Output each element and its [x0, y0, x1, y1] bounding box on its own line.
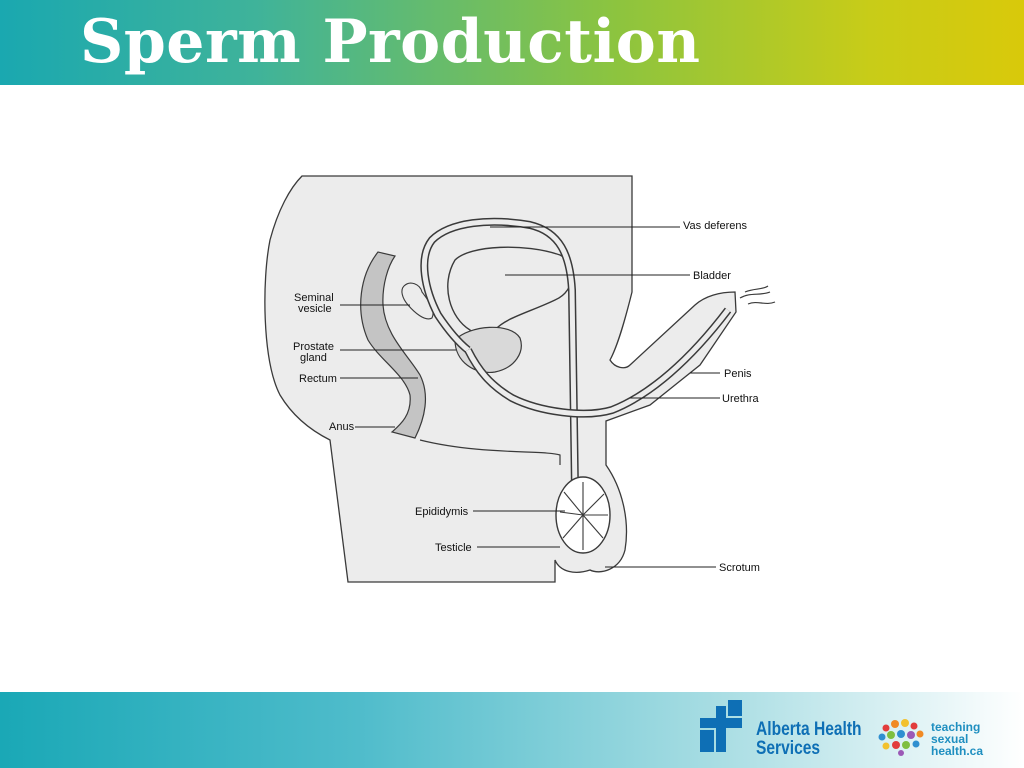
- label-prostate-gland-line1: Prostate: [293, 341, 334, 353]
- label-anus: Anus: [329, 421, 355, 433]
- label-vas-deferens: Vas deferens: [683, 220, 748, 232]
- ahs-logo: Alberta Health Services: [700, 700, 862, 758]
- leader-lines: [340, 226, 720, 568]
- pelvic-contour: [419, 439, 561, 465]
- title-banner: Sperm Production: [0, 0, 1024, 85]
- label-seminal-vesicle-line1: Seminal: [294, 292, 334, 304]
- tsh-name-line3: health.ca: [931, 744, 983, 758]
- ahs-name-line2: Services: [756, 737, 820, 759]
- sperm-cells: [739, 285, 776, 305]
- label-scrotum: Scrotum: [719, 562, 760, 574]
- seminal-vesicle-shape: [401, 282, 434, 320]
- label-penis: Penis: [724, 368, 752, 380]
- footer-banner: [0, 692, 1024, 768]
- label-bladder: Bladder: [693, 270, 731, 282]
- slide-title: Sperm Production: [80, 7, 701, 77]
- ahs-name-line1: Alberta Health: [756, 718, 862, 740]
- label-rectum: Rectum: [299, 373, 337, 385]
- tsh-dots-icon: [878, 719, 924, 756]
- tsh-name-line2: sexual: [931, 732, 968, 746]
- label-epididymis: Epididymis: [415, 506, 469, 518]
- tsh-name-line1: teaching: [931, 720, 980, 734]
- testicle-lobules: [559, 482, 608, 550]
- label-testicle: Testicle: [435, 542, 472, 554]
- tsh-logo: teaching sexual health.ca: [878, 719, 983, 758]
- bladder-shape: [447, 246, 573, 338]
- label-seminal-vesicle-line2: vesicle: [298, 303, 332, 315]
- label-prostate-gland-line2: gland: [300, 352, 327, 364]
- ahs-cross-icon: [700, 700, 742, 752]
- label-urethra: Urethra: [722, 393, 760, 405]
